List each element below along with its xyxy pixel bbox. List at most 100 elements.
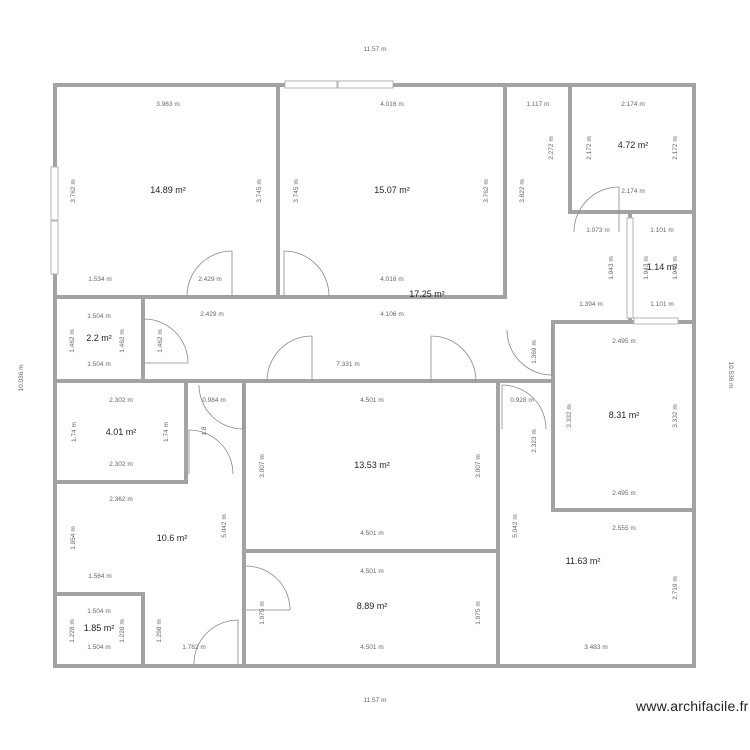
dim-label: 1.8: [201, 426, 208, 435]
dim-label: 3.483 m: [584, 644, 608, 651]
dim-label: 3.332 m: [672, 404, 679, 428]
dim-label: 1.564 m: [88, 573, 112, 580]
dim-label: 3.745 m: [293, 179, 300, 203]
room-area: 1.14 m²: [647, 262, 678, 272]
dim-label: 3.332 m: [566, 404, 573, 428]
outer-wall: [53, 83, 696, 668]
room-area: 15.07 m²: [374, 185, 410, 195]
door: [283, 250, 330, 297]
dim-label: 1.369 m: [531, 340, 538, 364]
dim-label: 4.016 m: [380, 276, 404, 283]
dim-label: 1.943 m: [672, 256, 679, 280]
dim-label: 1.534 m: [88, 276, 112, 283]
walls: [53, 83, 696, 668]
window: [50, 166, 59, 221]
dim-label: 3.762 m: [70, 179, 77, 203]
dim-label: 1.943 m: [608, 256, 615, 280]
dim-label: 2.272 m: [548, 136, 555, 160]
door: [501, 384, 547, 430]
dim-label: 1.073 m: [586, 227, 610, 234]
door: [143, 318, 189, 364]
dim-label: 1.394 m: [579, 301, 603, 308]
room-area: 2.2 m²: [86, 333, 112, 343]
dim-label: 4.016 m: [380, 101, 404, 108]
dim-label: 1.462 m: [69, 329, 76, 353]
dim-label: 1.462 m: [119, 329, 126, 353]
dim-label: 2.555 m: [612, 525, 636, 532]
dim-label: 3.007 m: [475, 454, 482, 478]
dim-label: 2.174 m: [621, 101, 645, 108]
dim-label: 5.042 m: [512, 514, 519, 538]
windows: [50, 80, 679, 325]
dim-label: 1.954 m: [70, 526, 77, 550]
dim-label: 1.74 m: [163, 422, 170, 442]
dim-label: 3.745 m: [256, 179, 263, 203]
watermark-text: www.archifacile.fr: [636, 698, 749, 714]
room-area: 4.01 m²: [106, 427, 137, 437]
window: [626, 217, 634, 319]
door: [573, 186, 620, 233]
door: [193, 619, 239, 665]
door: [188, 429, 234, 475]
dim-label: 2.362 m: [109, 496, 133, 503]
dim-label: 1.504 m: [87, 608, 111, 615]
dim-label: 2.302 m: [109, 461, 133, 468]
dim-label: 2.495 m: [612, 338, 636, 345]
dim-label: 1.228 m: [119, 619, 126, 643]
dim-label: 0.928 m: [510, 397, 534, 404]
room-area: 17.25 m²: [409, 289, 445, 299]
dim-label: 2.174 m: [621, 188, 645, 195]
dim-label: 1.504 m: [87, 361, 111, 368]
dim-label: 4.501 m: [360, 568, 384, 575]
dim-label: 1.943 m: [643, 256, 650, 280]
dim-label: 7.331 m: [336, 361, 360, 368]
dim-label: 1.975 m: [475, 601, 482, 625]
room-area: 4.72 m²: [618, 140, 649, 150]
dim-label: 2.172 m: [672, 136, 679, 160]
dim-overall-top: 11.57 m: [363, 46, 386, 53]
room-area: 14.89 m²: [150, 185, 186, 195]
room-area: 11.63 m²: [566, 556, 601, 566]
dim-label: 2.719 m: [672, 576, 679, 600]
dim-label: 3.762 m: [483, 179, 490, 203]
dim-label: 1.975 m: [259, 601, 266, 625]
door: [506, 329, 553, 376]
window: [337, 80, 394, 89]
window: [50, 220, 59, 275]
room-area: 1.85 m²: [84, 623, 115, 633]
dim-label: 5.042 m: [221, 514, 228, 538]
dim-label: 1.782 m: [182, 644, 206, 651]
dim-label: 2.495 m: [612, 490, 636, 497]
door: [266, 335, 313, 382]
dim-label: 4.501 m: [360, 530, 384, 537]
window: [284, 80, 338, 89]
dim-label: 0.984 m: [202, 397, 226, 404]
dim-label: 1.298 m: [156, 619, 163, 643]
dim-label: 1.462 m: [157, 329, 164, 353]
door: [245, 565, 291, 611]
window: [633, 317, 679, 325]
dim-label: 2.429 m: [200, 311, 224, 318]
dim-label: 1.101 m: [650, 227, 674, 234]
dim-label: 2.302 m: [109, 397, 133, 404]
dim-label: 3.963 m: [156, 101, 180, 108]
dim-overall-right: 10.536 m: [727, 361, 734, 388]
room-area: 10.6 m²: [157, 533, 188, 543]
dim-label: 1.504 m: [87, 313, 111, 320]
dim-label: 1.74 m: [71, 422, 78, 442]
door: [430, 335, 477, 382]
dim-overall-bottom: 11.57 m: [363, 697, 386, 704]
dim-label: 2.429 m: [198, 276, 222, 283]
room-area: 13.53 m²: [354, 460, 390, 470]
dim-label: 1.117 m: [526, 101, 549, 108]
dim-label: 2.172 m: [586, 136, 593, 160]
dim-label: 3.007 m: [259, 454, 266, 478]
doors: [143, 186, 620, 665]
room-area: 8.31 m²: [609, 410, 640, 420]
door: [186, 250, 233, 297]
dim-label: 1.504 m: [87, 644, 111, 651]
dim-label: 4.501 m: [360, 397, 384, 404]
room-area: 8.89 m²: [357, 601, 388, 611]
dim-label: 4.501 m: [360, 644, 384, 651]
dim-overall-left: 10.036 m: [18, 364, 25, 391]
